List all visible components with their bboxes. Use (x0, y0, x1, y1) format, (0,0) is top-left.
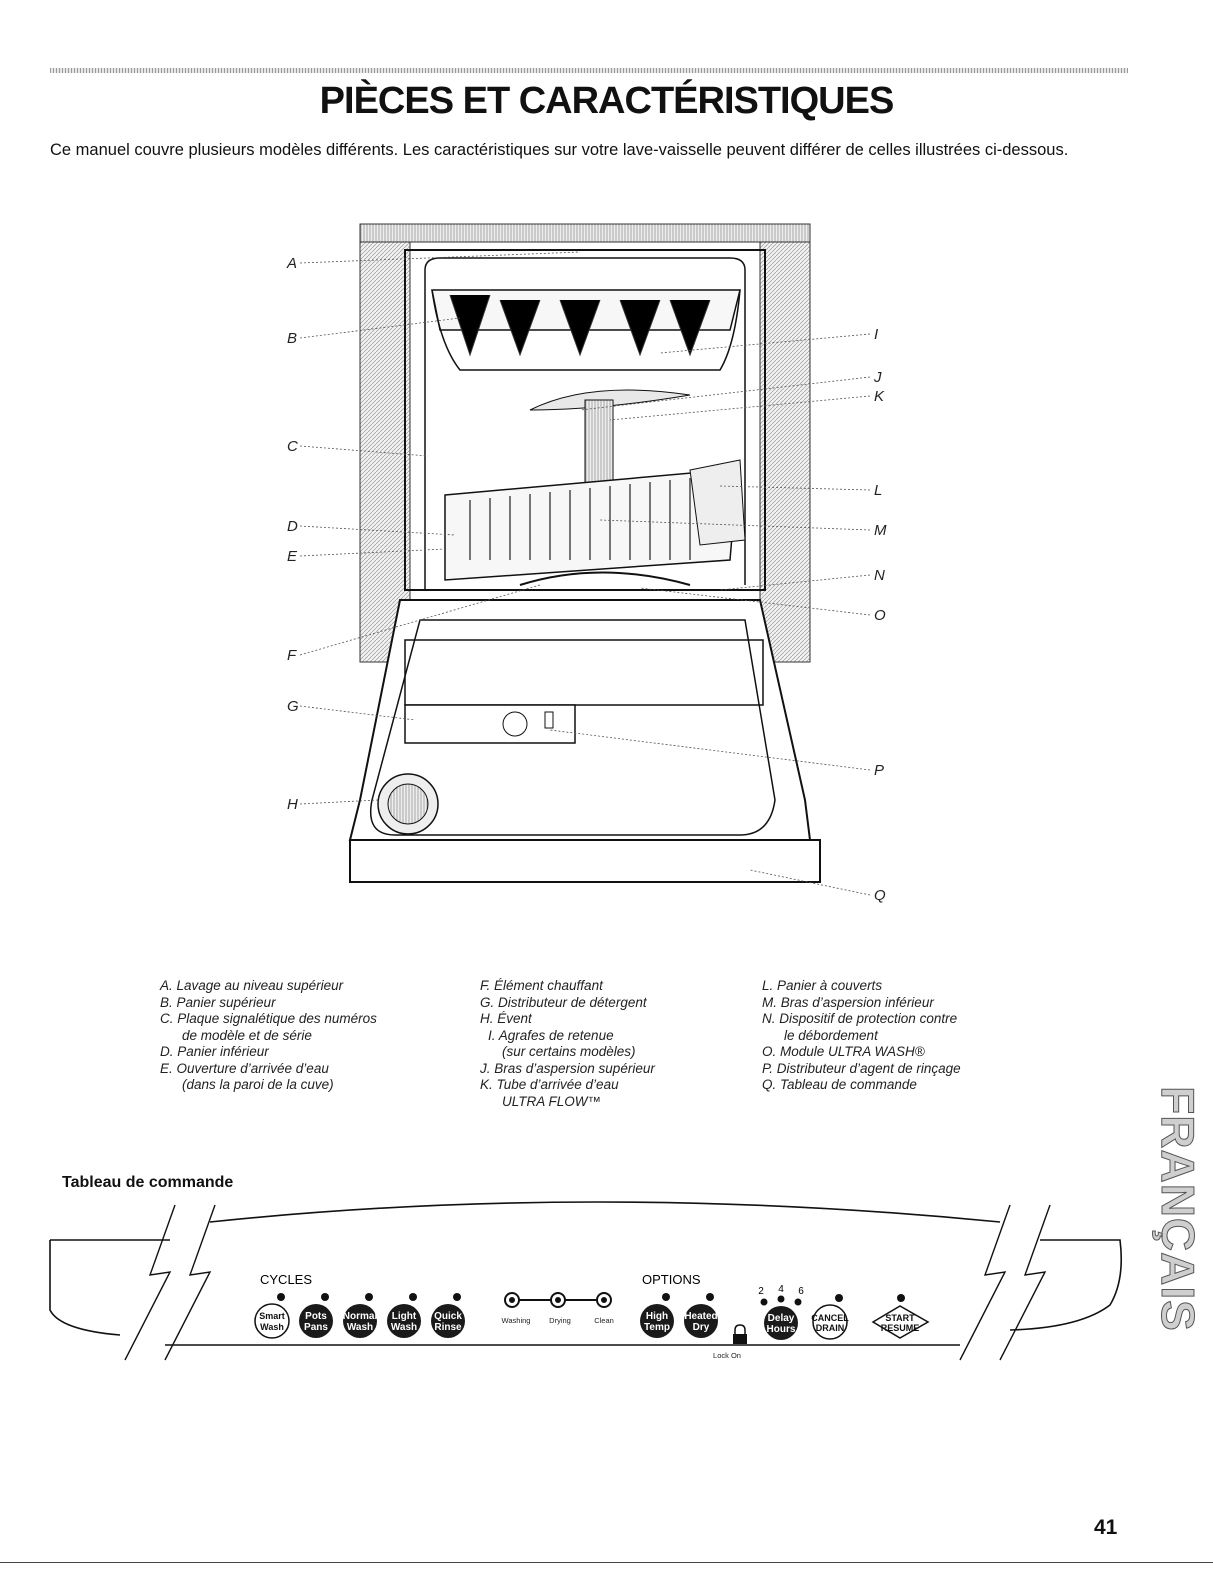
legend-item: C. Plaque signalétique des numéros (160, 1011, 377, 1026)
callout-h: H (287, 796, 298, 813)
pots-pans-button[interactable]: Pots Pans (299, 1304, 333, 1338)
page-title: PIÈCES ET CARACTÉRISTIQUES (319, 80, 895, 122)
svg-text:Rinse: Rinse (434, 1322, 462, 1333)
callout-p: P (874, 762, 884, 779)
delay-hours-button[interactable]: Delay Hours (764, 1306, 798, 1340)
heated-dry-button[interactable]: Heated Dry (684, 1304, 718, 1338)
status-drying: Drying (549, 1316, 571, 1325)
legend-item-cont: le débordement (784, 1027, 878, 1043)
svg-text:Wash: Wash (260, 1322, 284, 1332)
start-resume-button[interactable]: START RESUME (871, 1305, 930, 1339)
legend-item: B. Panier supérieur (160, 994, 276, 1010)
callout-i: I (874, 326, 878, 343)
delay-2: 2 (758, 1286, 764, 1297)
legend-item: D. Panier inférieur (160, 1044, 269, 1059)
callout-j: J (873, 369, 882, 386)
legend-item-cont: (sur certains modèles) (502, 1044, 636, 1059)
svg-text:Normal: Normal (343, 1311, 378, 1322)
legend-column-3: L. Panier à couverts M. Bras d’aspersion… (762, 978, 1042, 1094)
quick-rinse-button[interactable]: Quick Rinse (431, 1304, 465, 1338)
legend-item-cont: de modèle et de série (182, 1027, 312, 1043)
legend-item: I. Agrafes de retenue (488, 1027, 614, 1043)
callout-g: G (287, 698, 299, 715)
legend-item: E. Ouverture d’arrivée d’eau (160, 1060, 329, 1076)
callout-f: F (287, 647, 297, 664)
legend-item: Q. Tableau de commande (762, 1077, 917, 1092)
control-panel-diagram: CYCLES OPTIONS Smart Wash Pots Pans Norm… (49, 1201, 1123, 1361)
callout-l: L (874, 482, 882, 499)
svg-text:High: High (646, 1311, 668, 1322)
options-label: OPTIONS (642, 1272, 701, 1287)
legend-item: A. Lavage au niveau supérieur (160, 978, 344, 993)
legend-item-cont: (dans la paroi de la cuve) (182, 1077, 334, 1092)
svg-text:Pots: Pots (305, 1311, 327, 1322)
svg-text:RESUME: RESUME (881, 1323, 920, 1333)
legend-item: G. Distributeur de détergent (480, 994, 647, 1010)
cancel-drain-button[interactable]: CANCEL DRAIN (811, 1304, 849, 1340)
legend-item: P. Distributeur d’agent de rinçage (762, 1060, 961, 1076)
svg-text:Wash: Wash (347, 1322, 373, 1333)
callout-m: M (874, 522, 887, 539)
status-lights: Washing Drying Clean (502, 1292, 614, 1325)
svg-text:DRAIN: DRAIN (816, 1323, 845, 1333)
page-number: 41 (1094, 1516, 1118, 1539)
legend-item: H. Évent (480, 1011, 532, 1026)
smart-wash-button[interactable]: Smart Wash (254, 1303, 290, 1339)
svg-text:Temp: Temp (644, 1322, 670, 1333)
callout-e: E (287, 548, 298, 565)
lock-on-label: Lock On (713, 1351, 741, 1360)
delay-4: 4 (778, 1284, 784, 1295)
svg-text:Wash: Wash (391, 1322, 417, 1333)
legend-item: N. Dispositif de protection contre (762, 1011, 958, 1026)
svg-text:Delay: Delay (768, 1313, 795, 1324)
svg-text:Pans: Pans (304, 1322, 328, 1333)
bottom-rule (0, 1562, 1213, 1563)
cycles-label: CYCLES (260, 1272, 312, 1287)
callout-q: Q (874, 887, 886, 904)
legend-item: F. Élément chauffant (480, 978, 603, 993)
legend-item: K. Tube d’arrivée d’eau (480, 1077, 619, 1092)
status-washing: Washing (502, 1316, 531, 1325)
top-rule (50, 68, 1128, 73)
status-clean: Clean (594, 1316, 614, 1325)
callout-b: B (287, 330, 297, 347)
dishwasher-diagram: A B C D E F G H I J K L M N O P Q (286, 223, 887, 904)
light-wash-button[interactable]: Light Wash (387, 1304, 421, 1338)
svg-text:Hours: Hours (767, 1324, 796, 1335)
svg-text:Heated: Heated (684, 1311, 717, 1322)
normal-wash-button[interactable]: Normal Wash (343, 1304, 378, 1338)
legend-item: J. Bras d’aspersion supérieur (480, 1060, 655, 1076)
legend-item: L. Panier à couverts (762, 978, 883, 993)
high-temp-button[interactable]: High Temp (640, 1304, 674, 1338)
svg-text:CANCEL: CANCEL (811, 1313, 849, 1323)
lock-icon (733, 1324, 747, 1344)
legend-item: M. Bras d’aspersion inférieur (762, 994, 934, 1010)
callout-c: C (287, 438, 298, 455)
legend-column-1: A. Lavage au niveau supérieur B. Panier … (160, 978, 460, 1094)
intro-text: Ce manuel couvre plusieurs modèles diffé… (50, 141, 1069, 159)
callout-n: N (874, 567, 885, 584)
delay-6: 6 (798, 1286, 804, 1297)
callout-a: A (286, 255, 297, 272)
svg-text:Light: Light (392, 1311, 417, 1322)
control-panel-heading: Tableau de commande (62, 1174, 234, 1191)
callout-k: K (874, 388, 885, 405)
legend-column-2: F. Élément chauffant G. Distributeur de … (480, 978, 740, 1110)
svg-text:START: START (885, 1313, 915, 1323)
language-side-tab: FRANÇAIS (1152, 1086, 1205, 1333)
callout-d: D (287, 518, 298, 535)
svg-text:Quick: Quick (434, 1311, 462, 1322)
legend-item: O. Module ULTRA WASH® (762, 1044, 925, 1059)
svg-text:Dry: Dry (693, 1322, 710, 1333)
legend-item-cont: ULTRA FLOW™ (502, 1093, 602, 1109)
svg-text:Smart: Smart (259, 1311, 285, 1321)
callout-o: O (874, 607, 886, 624)
